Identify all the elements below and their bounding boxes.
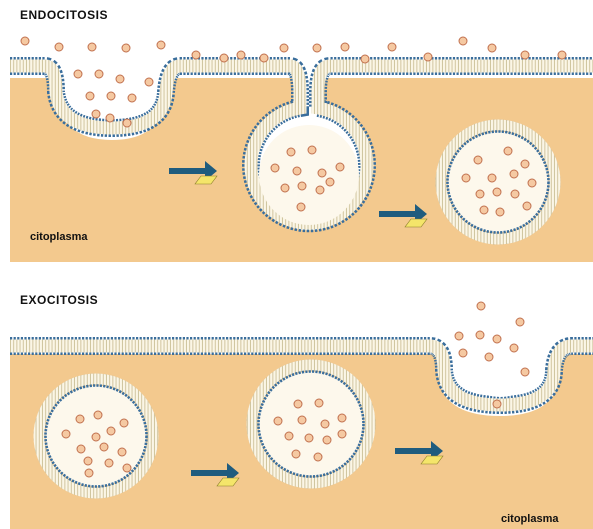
endocytosis-cytoplasm-label: citoplasma bbox=[30, 231, 87, 243]
fused-vesicle-lumen bbox=[451, 338, 548, 397]
docking-vesicle bbox=[248, 361, 374, 487]
forming-vesicle-lumen bbox=[259, 125, 359, 225]
endocytic-vesicle bbox=[437, 121, 559, 243]
endocytosis-panel bbox=[10, 37, 593, 262]
exocytosis-title: EXOCITOSIS bbox=[20, 293, 98, 307]
endocytosis-title: ENDOCITOSIS bbox=[20, 8, 108, 22]
exocytosis-cytoplasm-label: citoplasma bbox=[501, 513, 558, 525]
exocytosis-panel bbox=[10, 302, 593, 529]
